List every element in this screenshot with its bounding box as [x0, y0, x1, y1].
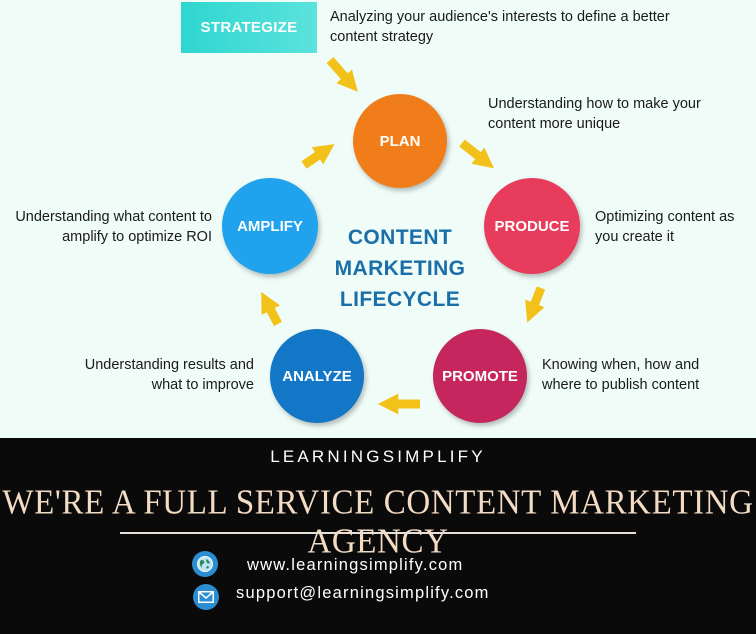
analyze-description: Understanding results and what to improv…: [84, 357, 254, 393]
produce-circle: PRODUCE: [484, 178, 580, 274]
strategize-description: Analyzing your audience's interests to d…: [330, 9, 670, 45]
mail-icon: [193, 584, 219, 610]
analyze-circle: ANALYZE: [270, 329, 364, 423]
amplify-circle: AMPLIFY: [222, 178, 318, 274]
arrow-layer: [261, 57, 546, 415]
arrow-produce-to-promote: [525, 286, 546, 323]
arrow-plan-to-produce: [459, 139, 495, 169]
strategize-label: STRATEGIZE: [200, 19, 298, 36]
arrow-analyze-to-amplify: [261, 291, 282, 327]
center-title-line-1: CONTENT: [347, 226, 453, 249]
headline-divider: [120, 532, 636, 534]
globe-icon: [192, 551, 218, 577]
arrow-amplify-to-plan: [301, 144, 335, 169]
promote-description: Knowing when, how and where to publish c…: [542, 357, 700, 393]
center-title-line-2: MARKETING: [334, 257, 466, 280]
arrow-strategize-to-plan: [326, 57, 358, 92]
plan-description: Understanding how to make your content m…: [488, 96, 701, 132]
amplify-description: Understanding what content to amplify to…: [15, 209, 212, 245]
strategize-step: STRATEGIZE: [181, 2, 317, 53]
produce-label: PRODUCE: [494, 217, 570, 235]
promote-circle: PROMOTE: [433, 329, 527, 423]
website-link[interactable]: www.learningsimplify.com: [247, 556, 464, 574]
email-link[interactable]: support@learningsimplify.com: [236, 584, 490, 602]
diagram-area: STRATEGIZE Analyzing your audience's int…: [0, 0, 756, 438]
brand-name: LEARNINGSIMPLIFY: [270, 447, 486, 466]
amplify-label: AMPLIFY: [237, 217, 303, 235]
promote-label: PROMOTE: [442, 367, 518, 385]
footer-banner: [0, 438, 756, 634]
plan-circle: PLAN: [353, 94, 447, 188]
plan-label: PLAN: [379, 132, 421, 150]
analyze-label: ANALYZE: [282, 367, 352, 385]
produce-description: Optimizing content as you create it: [595, 209, 735, 245]
center-title-line-3: LIFECYCLE: [339, 288, 461, 311]
agency-headline: WE'RE A FULL SERVICE CONTENT MARKETING A…: [2, 484, 754, 561]
center-title: CONTENT MARKETING LIFECYCLE: [320, 222, 480, 315]
